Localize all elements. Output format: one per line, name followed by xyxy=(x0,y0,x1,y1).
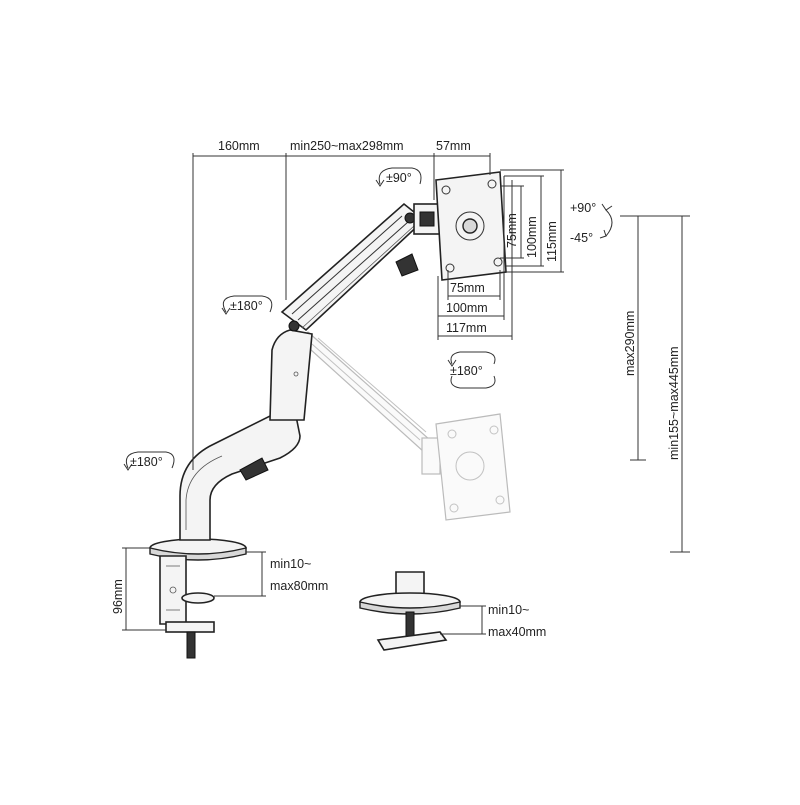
elbow-swivel-indicator: ±180° xyxy=(221,295,273,315)
post-knob xyxy=(239,457,269,481)
tilt-indicator: +90° -45° xyxy=(570,201,613,245)
grommet-range-line1: min10~ xyxy=(488,603,529,617)
vesa-vertical-dims xyxy=(500,169,564,273)
vesa-v-115-label: 115mm xyxy=(545,221,559,262)
arm-offset-label: 160mm xyxy=(218,139,260,153)
grommet-dims xyxy=(440,605,486,635)
clamp-screw xyxy=(186,631,196,659)
head-swivel-label: ±180° xyxy=(450,364,483,378)
head-rotate-indicator: ±90° xyxy=(375,167,422,187)
arm-length-label: min250~max298mm xyxy=(290,139,404,153)
base-swivel-indicator: ±180° xyxy=(123,451,175,471)
vesa-horizontal-dims xyxy=(437,176,513,340)
elbow-swivel-label: ±180° xyxy=(230,299,263,313)
clamp-range-line2: max80mm xyxy=(270,579,328,593)
clamp-height-label: 96mm xyxy=(111,579,125,614)
tilt-up-label: +90° xyxy=(570,201,596,215)
head-swivel-indicator: ±180° xyxy=(447,351,496,389)
vesa-h-75-label: 75mm xyxy=(450,281,485,295)
clamp-range-line1: min10~ xyxy=(270,557,311,571)
height-range-label: min155~max445mm xyxy=(667,346,681,460)
vesa-v-100-label: 100mm xyxy=(525,216,539,258)
vesa-v-75-label: 75mm xyxy=(505,213,519,248)
grommet-screw xyxy=(405,611,415,639)
head-rotate-label: ±90° xyxy=(386,171,412,185)
grommet-range-line2: max40mm xyxy=(488,625,546,639)
vesa-h-100-label: 100mm xyxy=(446,301,488,315)
base-swivel-label: ±180° xyxy=(130,455,163,469)
height-dims xyxy=(620,215,690,553)
height-max-label: max290mm xyxy=(623,311,637,376)
grommet-plate xyxy=(376,631,448,651)
clamp-pad xyxy=(165,621,215,633)
arm-post xyxy=(179,415,301,541)
monitor-arm xyxy=(149,171,507,659)
top-dimension-lines xyxy=(192,153,491,470)
grommet-mount xyxy=(359,571,461,651)
head-depth-label: 57mm xyxy=(436,139,471,153)
ghost-arm-lowered xyxy=(299,331,511,521)
tilt-down-label: -45° xyxy=(570,231,593,245)
clamp-dims xyxy=(122,547,266,631)
vesa-h-117-label: 117mm xyxy=(446,321,487,335)
arm-upper-post xyxy=(269,329,313,421)
tension-knob xyxy=(395,253,419,277)
